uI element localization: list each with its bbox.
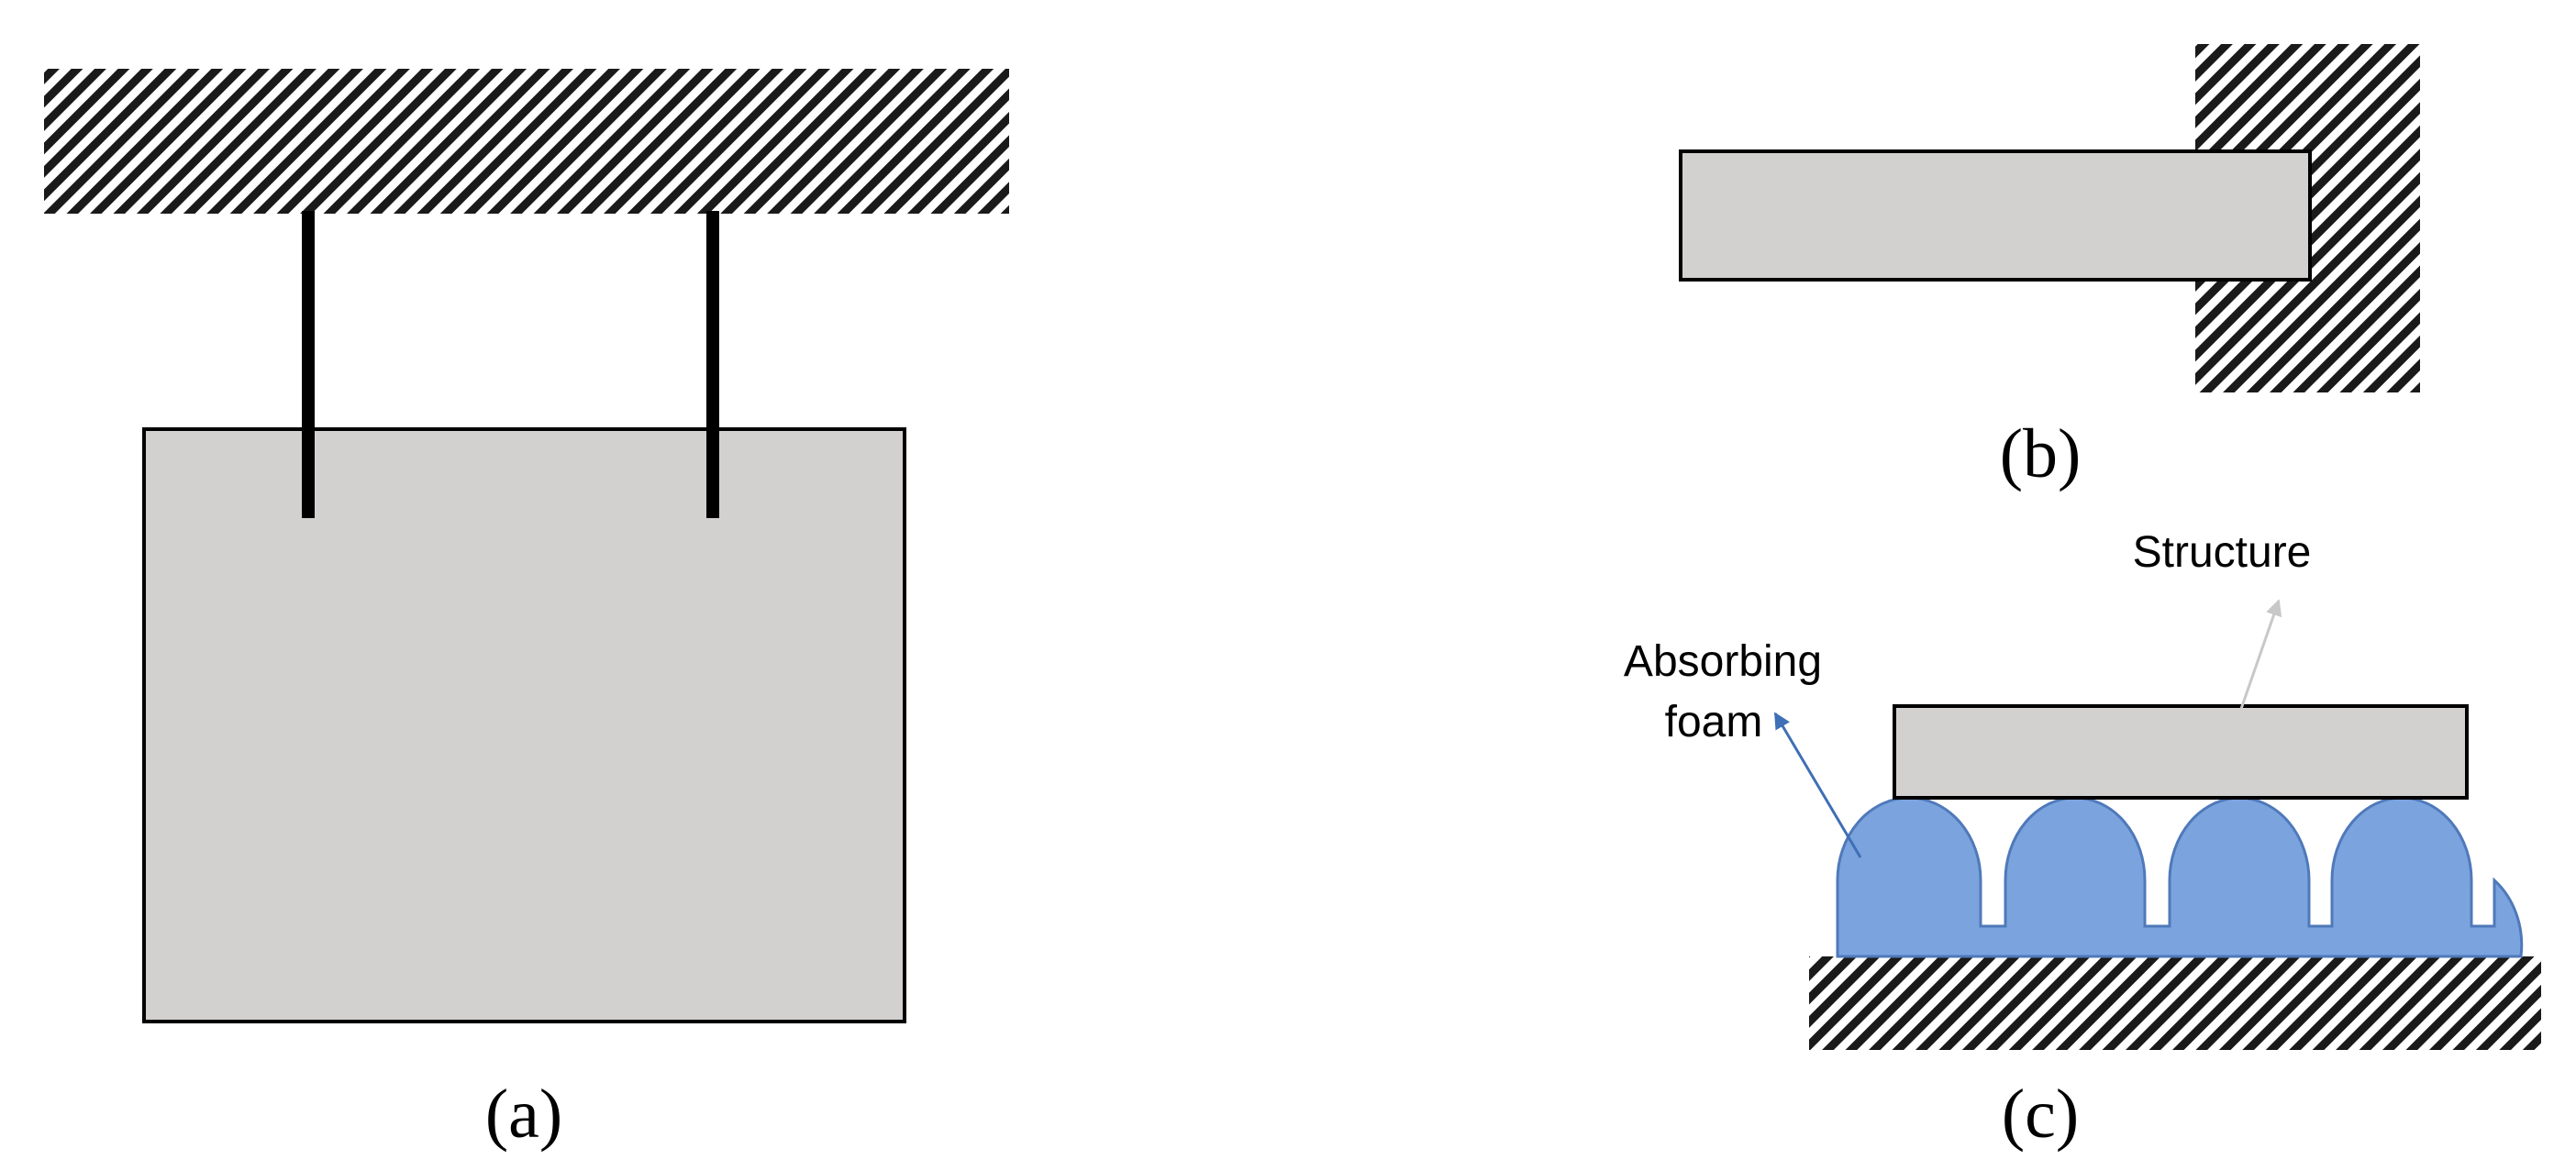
cantilever-beam	[1679, 149, 2312, 282]
foam-pointer-arrow	[1773, 712, 1862, 858]
caption-b: (b)	[2000, 415, 2082, 492]
suspended-body	[142, 427, 906, 1023]
ceiling-support-hatch	[44, 69, 1009, 214]
structure-pointer-arrow	[2239, 599, 2282, 710]
caption-c: (c)	[2002, 1076, 2079, 1153]
panel-b-cantilever: (b)	[1679, 44, 2420, 492]
suspension-cord-right	[706, 211, 719, 518]
absorbing-foam	[1836, 796, 2524, 958]
panel-c-foam-support: Structure Absorbing foam (c)	[1624, 528, 2541, 1153]
structure-plate	[1893, 704, 2469, 800]
ground-support-hatch	[1809, 956, 2541, 1050]
suspension-cord-left	[302, 211, 315, 518]
panel-a-suspended: (a)	[44, 69, 1009, 1153]
structure-label: Structure	[2133, 528, 2312, 577]
caption-a: (a)	[485, 1076, 562, 1153]
absorbing-foam-label-line2: foam	[1665, 698, 1763, 746]
absorbing-foam-label-line1: Absorbing	[1624, 637, 1822, 686]
